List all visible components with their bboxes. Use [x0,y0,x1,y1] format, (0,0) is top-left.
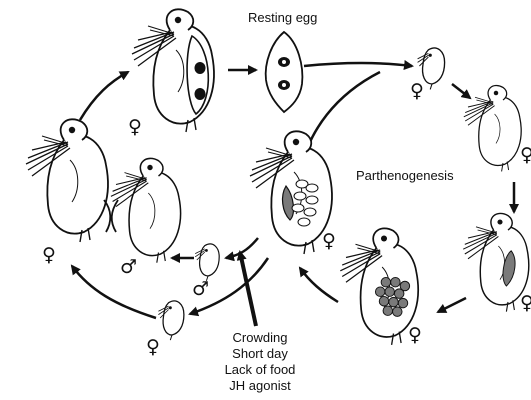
male-symbol-pair: ♂ [120,258,137,277]
arrow-female-to-sexual-female [80,72,128,120]
asexual-female-left [26,119,108,242]
female-symbol-adult: ♀ [520,294,531,313]
environmental-triggers: Crowding Short day Lack of food JH agoni… [206,330,314,394]
resting-egg [266,32,303,112]
trigger-item: Crowding [206,330,314,346]
arrow-hatchling-to-juvenile [452,84,470,98]
small-female [158,301,184,340]
trigger-item: Short day [206,346,314,362]
sexual-female-with-ephippium [132,9,214,132]
arrow-egg-bearer-to-center [300,268,338,302]
arrow-adult-to-egg-bearer [438,298,466,312]
female-symbol-egg-bearer: ♀ [408,326,422,345]
central-female-with-embryos [250,131,332,254]
female-symbol-center: ♀ [322,232,336,251]
egg-bearing-female [340,228,418,345]
trigger-item: JH agonist [206,378,314,394]
adult-female-with-eggs [463,213,529,311]
female-symbol-small: ♀ [146,338,160,357]
parthenogenesis-label: Parthenogenesis [356,168,454,183]
female-symbol-juvenile: ♀ [520,146,531,165]
arrow-resting-egg-to-hatchling [304,63,412,66]
arrow-environmental-trigger [240,252,256,326]
mating-cross [104,200,118,232]
mating-pair [111,158,181,262]
male-symbol-small: ♂ [192,280,209,299]
female-symbol-left: ♀ [42,246,56,265]
female-symbol-hatchling: ♀ [410,82,424,101]
male [195,244,219,281]
female-symbol-top-left: ♀ [128,118,142,137]
arrow-small-female-to-female [72,266,156,318]
resting-egg-label: Resting egg [248,10,317,25]
trigger-item: Lack of food [206,362,314,378]
juvenile-female [464,86,521,172]
